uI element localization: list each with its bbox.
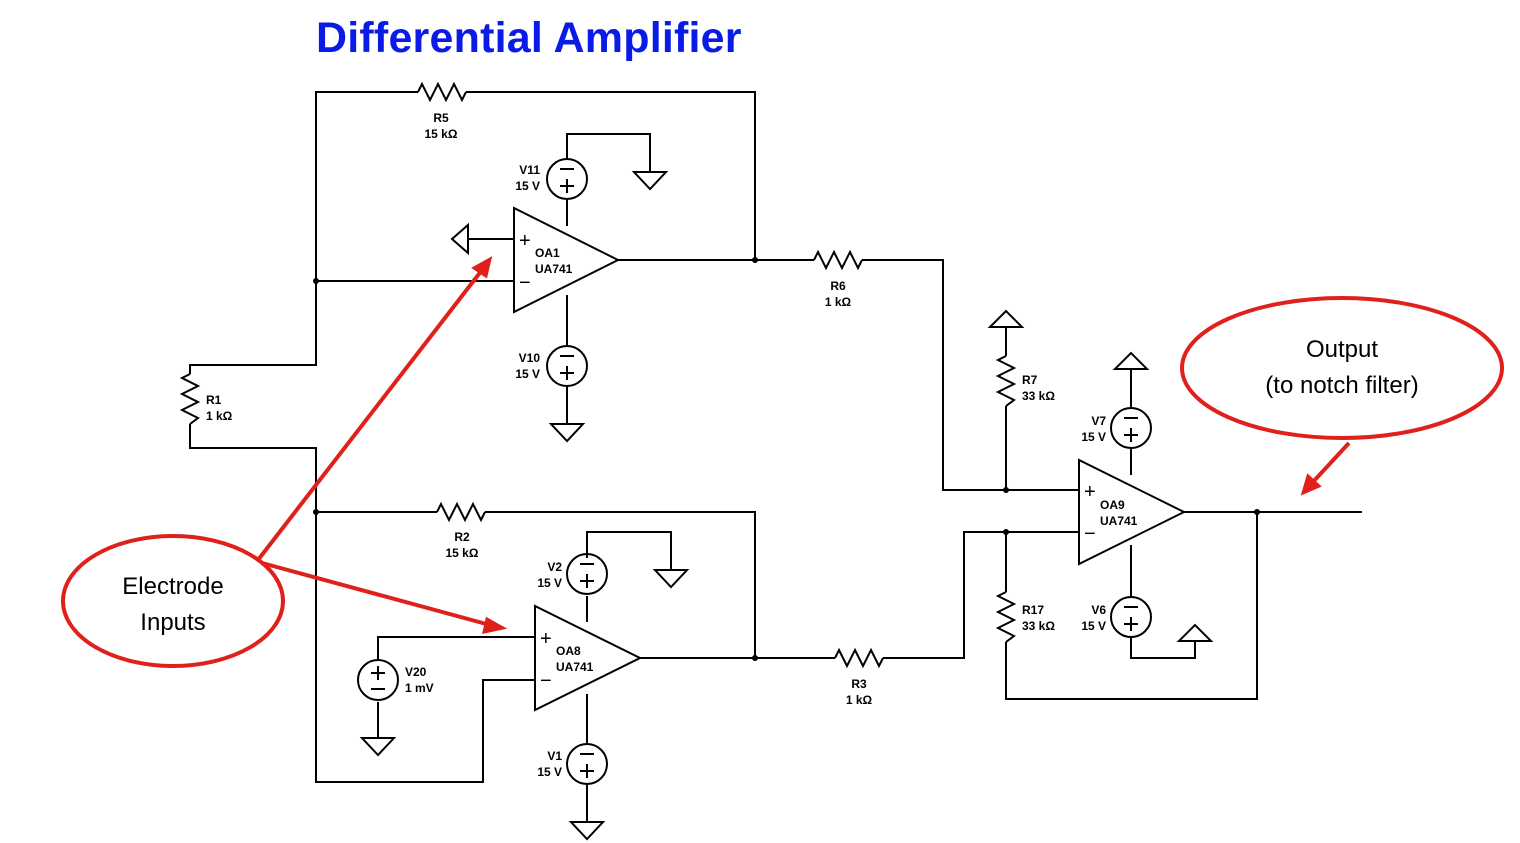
r6-value: 1 kΩ bbox=[825, 295, 852, 309]
r1-value: 1 kΩ bbox=[206, 409, 233, 423]
opamp-oa9: + − OA9 UA741 bbox=[1078, 458, 1187, 566]
arrowhead-icon bbox=[1300, 473, 1322, 496]
source-v6: V6 15 V bbox=[1081, 596, 1152, 638]
oa8-plus: + bbox=[540, 628, 552, 650]
oa9-model: UA741 bbox=[1100, 514, 1138, 528]
opamp-oa1: + − OA1 UA741 bbox=[513, 206, 621, 314]
output-callout: Output (to notch filter) bbox=[1180, 296, 1504, 496]
source-v2: V2 15 V bbox=[537, 553, 608, 595]
source-v7: V7 15 V bbox=[1081, 407, 1152, 449]
r6-name: R6 bbox=[830, 279, 846, 293]
v20-name: V20 bbox=[405, 665, 427, 679]
resistor-r7: R7 33 kΩ bbox=[995, 355, 1055, 407]
r17-name: R17 bbox=[1022, 603, 1044, 617]
source-v1: V1 15 V bbox=[537, 743, 608, 785]
source-v20: V20 1 mV bbox=[357, 659, 434, 701]
oa9-plus: + bbox=[1084, 481, 1096, 503]
v2-name: V2 bbox=[547, 560, 562, 574]
resistor-r2: R2 15 kΩ bbox=[436, 501, 486, 560]
arrowhead-icon bbox=[482, 616, 508, 634]
arrowhead-icon bbox=[471, 256, 493, 279]
oa9-name: OA9 bbox=[1100, 498, 1125, 512]
ground-symbols bbox=[359, 171, 1214, 841]
v7-value: 15 V bbox=[1081, 430, 1106, 444]
oa1-model: UA741 bbox=[535, 262, 573, 276]
resistor-r17: R17 33 kΩ bbox=[995, 591, 1055, 643]
r5-name: R5 bbox=[433, 111, 449, 125]
r2-name: R2 bbox=[454, 530, 470, 544]
oa1-minus: − bbox=[519, 272, 531, 294]
r3-value: 1 kΩ bbox=[846, 693, 873, 707]
r2-value: 15 kΩ bbox=[446, 546, 479, 560]
v6-name: V6 bbox=[1091, 603, 1106, 617]
oa8-model: UA741 bbox=[556, 660, 594, 674]
v1-value: 15 V bbox=[537, 765, 562, 779]
v6-value: 15 V bbox=[1081, 619, 1106, 633]
junction-dots bbox=[313, 257, 1260, 661]
resistor-r3: R3 1 kΩ bbox=[834, 647, 884, 707]
resistor-r5: R5 15 kΩ bbox=[417, 81, 467, 141]
oa9-minus: − bbox=[1084, 523, 1096, 545]
v20-value: 1 mV bbox=[405, 681, 434, 695]
v11-value: 15 V bbox=[515, 179, 540, 193]
output-label-line2: (to notch filter) bbox=[1265, 372, 1418, 399]
v2-value: 15 V bbox=[537, 576, 562, 590]
electrode-label-line1: Electrode bbox=[122, 573, 223, 600]
electrode-label-line2: Inputs bbox=[140, 609, 205, 636]
page-title: Differential Amplifier bbox=[316, 14, 742, 62]
r7-name: R7 bbox=[1022, 373, 1038, 387]
r17-value: 33 kΩ bbox=[1022, 619, 1055, 633]
oa1-plus: + bbox=[519, 230, 531, 252]
opamp-oa8: + − OA8 UA741 bbox=[534, 604, 643, 712]
v7-name: V7 bbox=[1091, 414, 1106, 428]
v1-name: V1 bbox=[547, 749, 562, 763]
resistor-r6: R6 1 kΩ bbox=[813, 249, 863, 309]
source-v11: V11 15 V bbox=[515, 158, 588, 200]
output-label-line1: Output bbox=[1306, 336, 1378, 363]
v10-value: 15 V bbox=[515, 367, 540, 381]
r1-name: R1 bbox=[206, 393, 222, 407]
r5-value: 15 kΩ bbox=[425, 127, 458, 141]
source-v10: V10 15 V bbox=[515, 345, 588, 387]
r3-name: R3 bbox=[851, 677, 867, 691]
oa1-name: OA1 bbox=[535, 246, 560, 260]
v10-name: V10 bbox=[519, 351, 541, 365]
wires bbox=[189, 91, 1362, 822]
oa8-name: OA8 bbox=[556, 644, 581, 658]
resistor-r1: R1 1 kΩ bbox=[179, 373, 233, 425]
v11-name: V11 bbox=[519, 163, 540, 177]
electrode-inputs-callout: Electrode Inputs bbox=[61, 256, 508, 668]
oa8-minus: − bbox=[540, 670, 552, 692]
r7-value: 33 kΩ bbox=[1022, 389, 1055, 403]
